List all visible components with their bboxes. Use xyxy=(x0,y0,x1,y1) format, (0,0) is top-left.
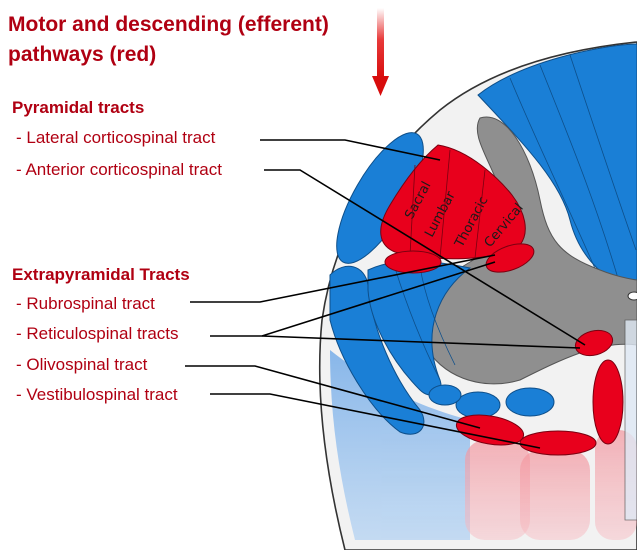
leader-lines xyxy=(185,139,586,449)
label-lateral-corticospinal: - Lateral corticospinal tract xyxy=(16,128,216,147)
central-canal xyxy=(627,291,637,301)
label-vestibulospinal: - Vestibulospinal tract xyxy=(16,385,178,404)
pyramidal-heading: Pyramidal tracts xyxy=(12,98,145,117)
diagram-title: Motor and descending (efferent) pathways… xyxy=(8,13,329,66)
label-rubrospinal: - Rubrospinal tract xyxy=(16,294,155,313)
label-anterior-corticospinal: - Anterior corticospinal tract xyxy=(16,160,222,179)
dorsal-column xyxy=(477,43,637,291)
lateral-reticulospinal-tract xyxy=(485,243,535,273)
descending-arrow-icon xyxy=(372,8,389,96)
vestibulospinal-tract xyxy=(519,430,597,456)
rubrospinal-tract xyxy=(384,250,442,274)
lateral-corticospinal-tract xyxy=(380,144,526,260)
label-reticulospinal: - Reticulospinal tracts xyxy=(16,324,179,343)
label-olivospinal: - Olivospinal tract xyxy=(16,355,148,374)
olivospinal-tract xyxy=(455,414,525,446)
extrapyramidal-heading: Extrapyramidal Tracts xyxy=(12,265,190,284)
anterior-corticospinal-tract xyxy=(592,359,624,445)
